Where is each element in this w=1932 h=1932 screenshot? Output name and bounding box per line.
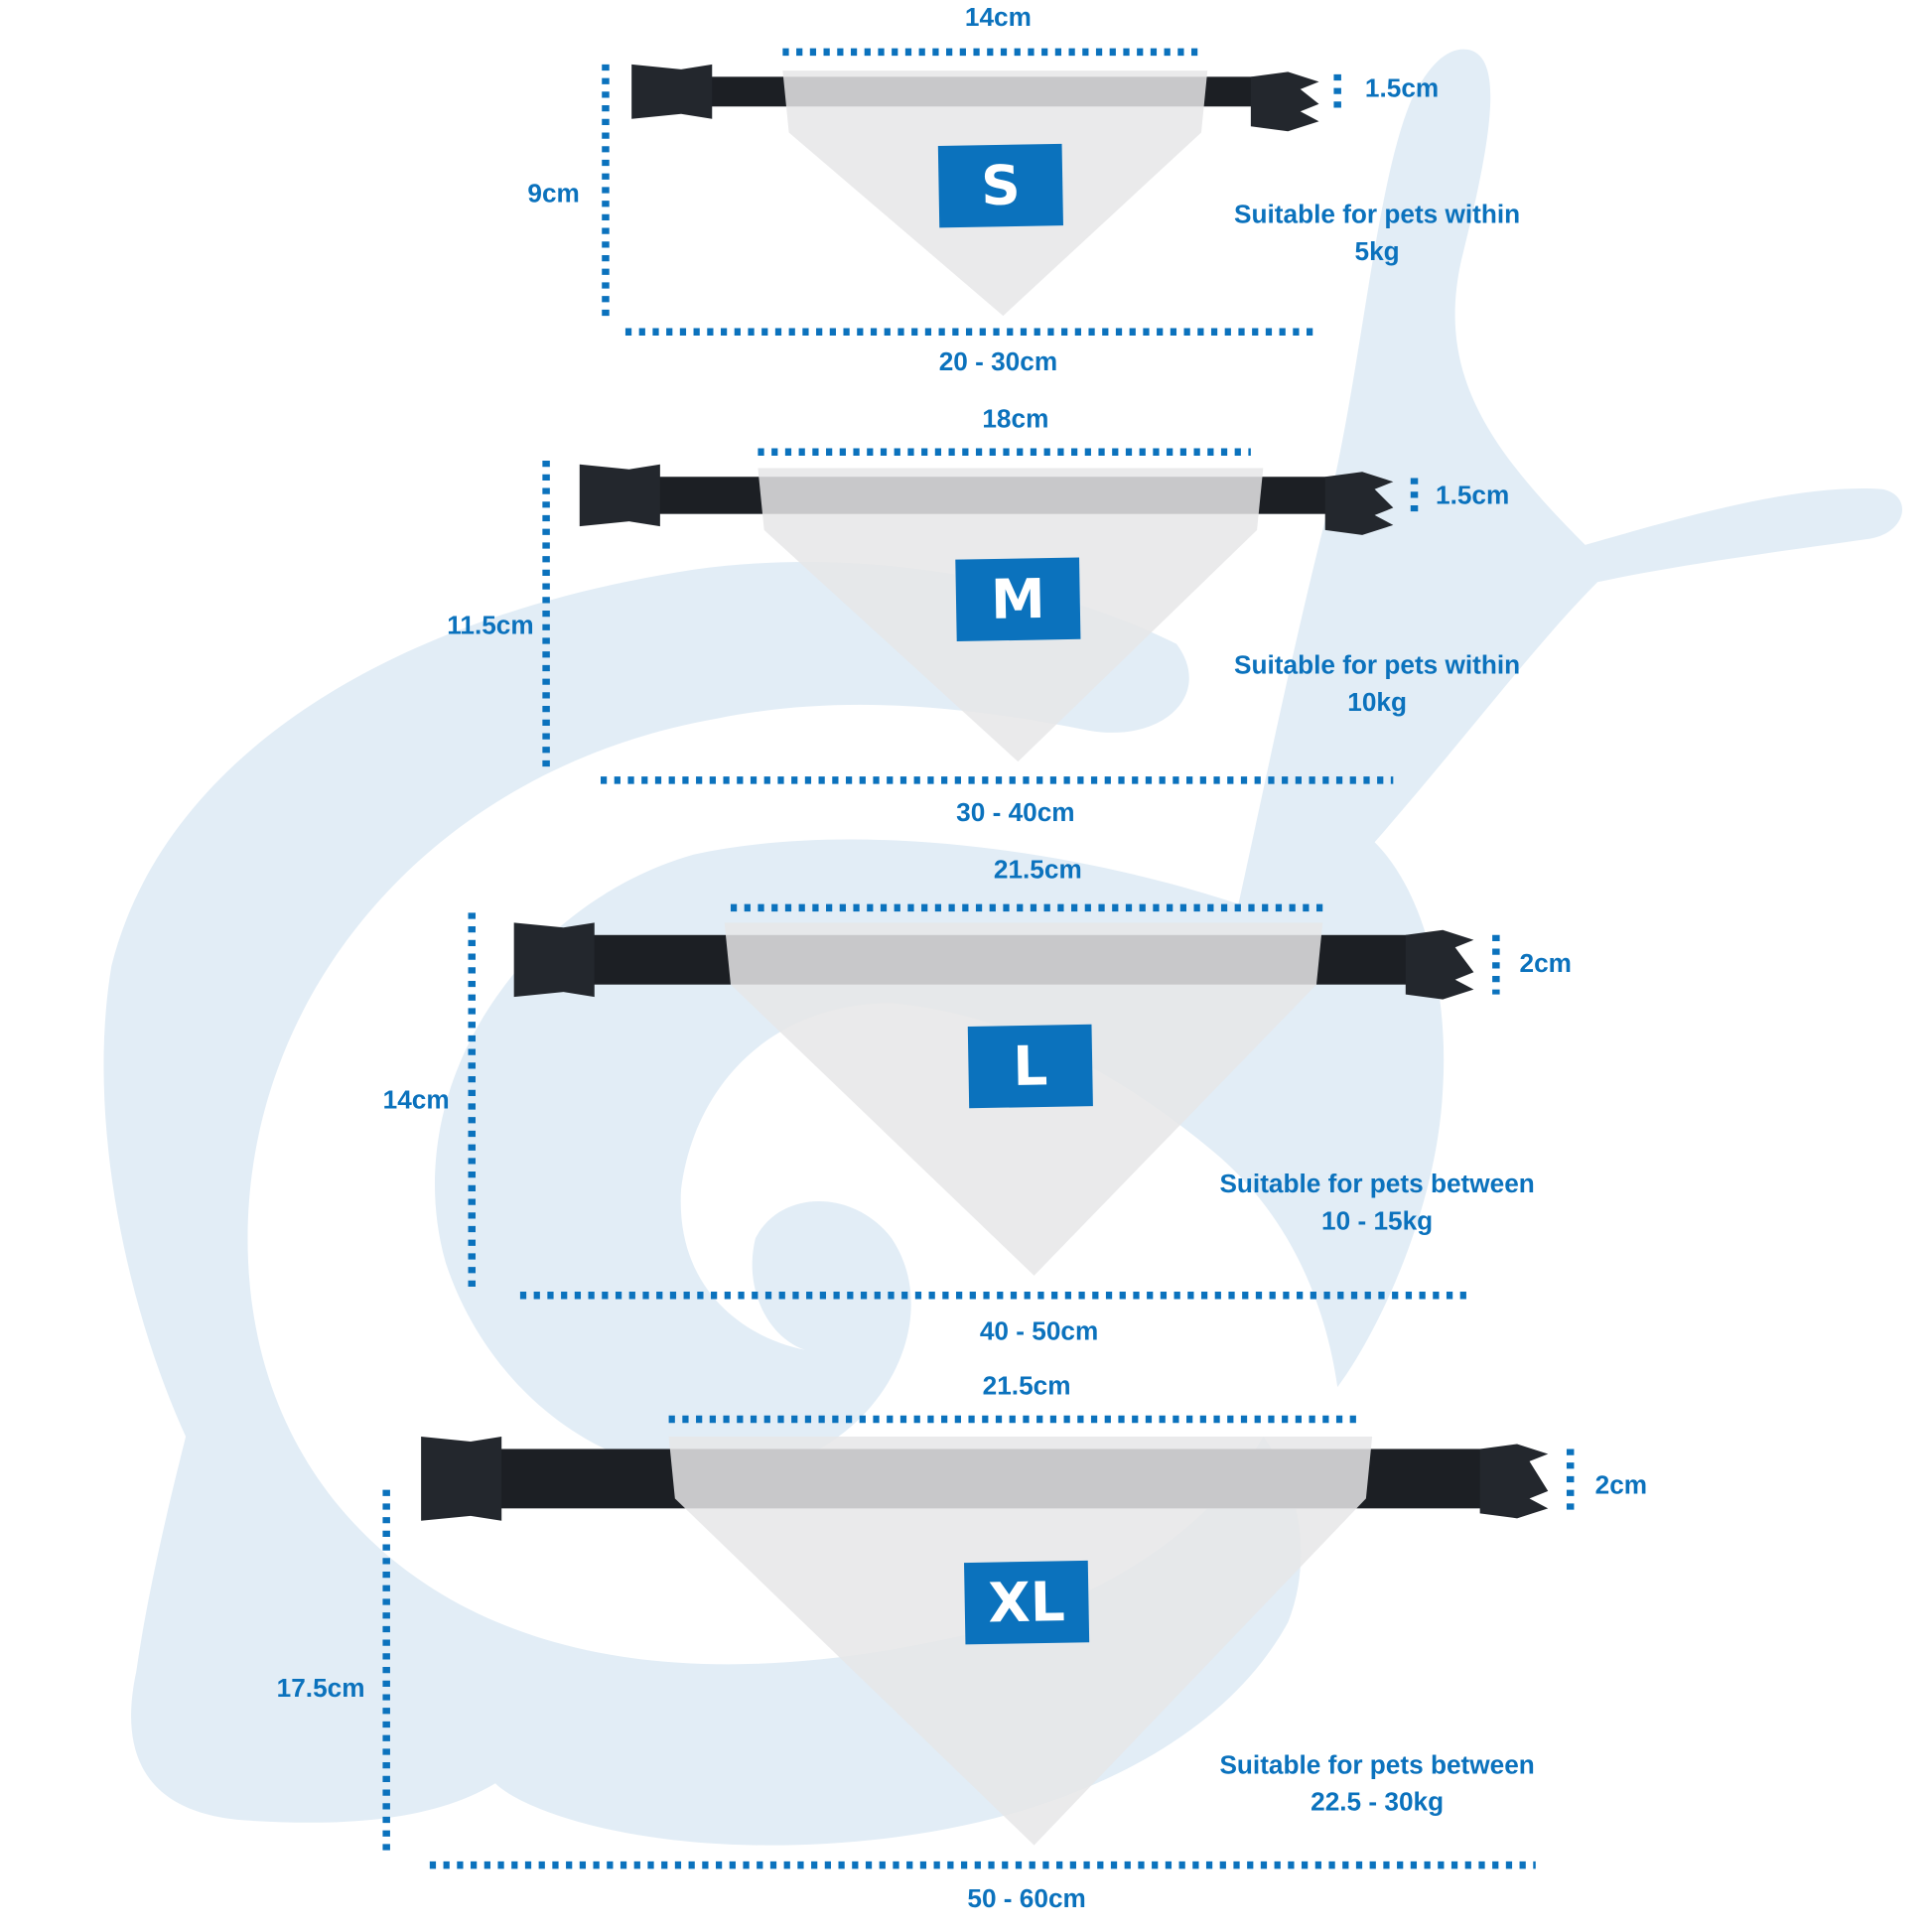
buckle-male-icon xyxy=(1250,71,1319,132)
buckle-male-icon xyxy=(1405,929,1474,1000)
top-width-label: 21.5cm xyxy=(982,1372,1071,1401)
suitability-label: Suitable for pets within xyxy=(1234,201,1521,229)
strap-width-label: 2cm xyxy=(1519,949,1572,979)
length-label: 30 - 40cm xyxy=(956,798,1075,828)
size-badge-m: M xyxy=(955,557,1081,641)
buckle-female-icon xyxy=(631,64,713,119)
suitability-label: Suitable for pets between xyxy=(1219,1170,1535,1199)
suitability-label: Suitable for pets between xyxy=(1219,1750,1535,1780)
length-label: 20 - 30cm xyxy=(938,347,1058,377)
buckle-female-icon xyxy=(421,1436,502,1521)
height-label: 14cm xyxy=(382,1085,450,1115)
cat-silhouette-icon xyxy=(103,49,1903,1846)
size-badge-l: L xyxy=(967,1024,1093,1109)
size-badge-xl: XL xyxy=(964,1560,1090,1645)
strap-width-label: 1.5cm xyxy=(1364,73,1440,103)
weight-label: 10kg xyxy=(1347,688,1407,718)
buckle-female-icon xyxy=(513,922,595,998)
length-label: 40 - 50cm xyxy=(979,1317,1099,1346)
weight-label: 5kg xyxy=(1354,237,1400,267)
size-badge-s: S xyxy=(937,143,1063,228)
height-label: 9cm xyxy=(527,179,580,208)
top-width-label: 14cm xyxy=(964,3,1032,33)
weight-label: 22.5 - 30kg xyxy=(1311,1788,1445,1817)
weight-label: 10 - 15kg xyxy=(1321,1207,1434,1236)
length-label: 50 - 60cm xyxy=(967,1884,1086,1914)
top-width-label: 18cm xyxy=(982,404,1049,434)
height-label: 17.5cm xyxy=(276,1674,365,1704)
buckle-male-icon xyxy=(1324,472,1394,535)
buckle-female-icon xyxy=(579,464,660,527)
buckle-male-icon xyxy=(1479,1444,1549,1519)
height-label: 11.5cm xyxy=(447,612,534,640)
strap-width-label: 2cm xyxy=(1594,1470,1648,1500)
suitability-label: Suitable for pets within xyxy=(1234,651,1521,680)
top-width-label: 21.5cm xyxy=(993,855,1082,885)
strap-width-label: 1.5cm xyxy=(1436,482,1510,510)
